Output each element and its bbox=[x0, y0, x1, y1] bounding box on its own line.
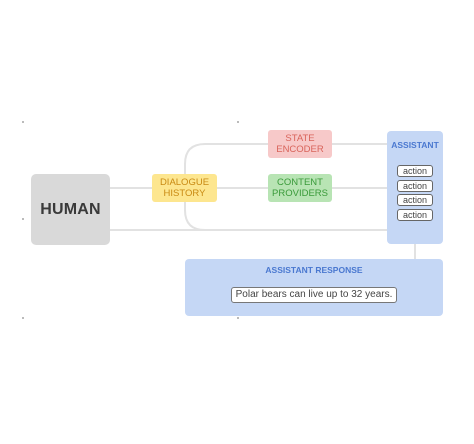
state-encoder-label-line2: ENCODER bbox=[276, 144, 324, 155]
dialogue-history-label-line1: DIALOGUE bbox=[159, 177, 210, 188]
tick-mark bbox=[22, 218, 24, 220]
state-encoder-node: STATE ENCODER bbox=[268, 130, 332, 158]
content-providers-label-line1: CONTENT bbox=[277, 177, 323, 188]
state-encoder-label-line1: STATE bbox=[285, 133, 315, 144]
assistant-node: ASSISTANT action action action action bbox=[387, 131, 443, 244]
assistant-title: ASSISTANT bbox=[391, 140, 439, 150]
assistant-response-title: ASSISTANT RESPONSE bbox=[265, 265, 363, 275]
tick-mark bbox=[22, 121, 24, 123]
action-chip: action bbox=[397, 194, 433, 206]
assistant-response-node: ASSISTANT RESPONSE Polar bears can live … bbox=[185, 259, 443, 316]
action-chip: action bbox=[397, 179, 433, 192]
dialogue-history-label-line2: HISTORY bbox=[163, 188, 206, 199]
tick-mark bbox=[237, 121, 239, 123]
action-chip: action bbox=[397, 165, 433, 177]
content-providers-node: CONTENT PROVIDERS bbox=[268, 174, 332, 202]
action-chip: action bbox=[397, 208, 433, 221]
content-providers-label-line2: PROVIDERS bbox=[272, 188, 328, 199]
human-label: HUMAN bbox=[40, 200, 101, 218]
tick-mark bbox=[237, 317, 239, 319]
assistant-response-message: Polar bears can live up to 32 years. bbox=[230, 287, 398, 303]
human-node: HUMAN bbox=[31, 174, 110, 245]
tick-mark bbox=[22, 317, 24, 319]
dialogue-history-node: DIALOGUE HISTORY bbox=[152, 174, 217, 202]
